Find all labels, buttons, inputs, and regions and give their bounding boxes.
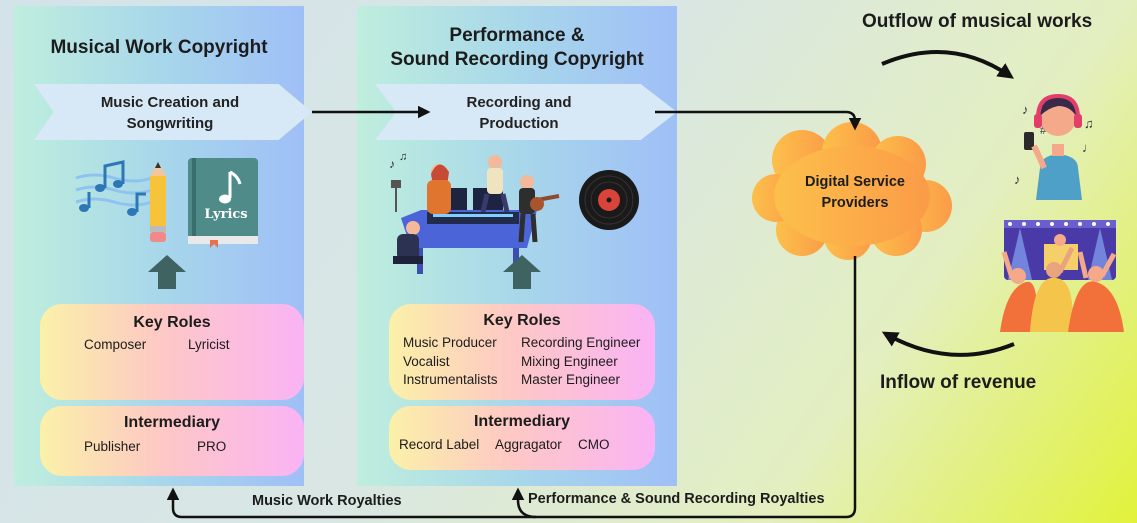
music-creation-stage-label: Music Creation and Songwriting <box>56 92 284 134</box>
intermediary-title: Intermediary <box>123 414 221 431</box>
performance-recording-panel: Performance & Sound Recording Copyright … <box>357 6 677 486</box>
role-recording-engineer: Recording Engineer <box>521 335 641 350</box>
svg-text:♪: ♪ <box>1014 172 1021 187</box>
dsp-label-line-1: Digital Service <box>805 174 905 190</box>
svg-text:#: # <box>1040 125 1047 137</box>
role-music-producer: Music Producer <box>403 335 497 350</box>
intermediary-card: Intermediary Publisher PRO <box>40 406 304 476</box>
outflow-arrow <box>881 49 1014 79</box>
dsp-label: Digital Service Providers <box>782 172 928 214</box>
music-notes-icon <box>75 160 153 216</box>
dsp-label-line-2: Providers <box>821 195 889 211</box>
pencil-icon <box>150 162 166 242</box>
key-roles-card: Key Roles Composer Lyricist <box>40 304 304 400</box>
outflow-label: Outflow of musical works <box>862 11 1093 32</box>
arrow-panel2-to-dsp <box>655 110 862 131</box>
stage-line-2: Production <box>479 115 559 132</box>
role-master-engineer: Master Engineer <box>521 372 621 387</box>
key-roles-card: Key Roles Music Producer Recording Engin… <box>389 304 655 400</box>
intermediary-title: Intermediary <box>473 413 571 430</box>
concert-icon <box>1000 220 1124 332</box>
up-arrow-icon <box>503 255 541 289</box>
royalties-branch-line <box>511 487 537 519</box>
performance-title-line-2: Sound Recording Copyright <box>390 49 644 70</box>
svg-text:♪: ♪ <box>1022 102 1029 117</box>
musical-work-panel: Musical Work Copyright Music Creation an… <box>14 6 312 486</box>
recording-stage-label: Recording and Production <box>411 92 627 134</box>
stage-line-2: Songwriting <box>126 115 214 132</box>
inflow-label: Inflow of revenue <box>880 372 1037 393</box>
performance-royalties-label: Performance & Sound Recording Royalties <box>528 491 825 507</box>
svg-text:♪: ♪ <box>389 157 395 171</box>
stage-line-1: Recording and <box>466 94 572 111</box>
svg-text:♫: ♫ <box>399 152 407 163</box>
performance-title: Performance & Sound Recording Copyright <box>357 24 677 72</box>
role-instrumentalists: Instrumentalists <box>403 372 498 387</box>
intermediary-publisher: Publisher <box>84 439 141 454</box>
stage-line-1: Music Creation and <box>100 94 240 111</box>
intermediary-cmo: CMO <box>578 437 610 452</box>
music-creation-stage-band <box>34 84 312 140</box>
intermediary-card: Intermediary Record Label Aggragator CMO <box>389 406 655 470</box>
dsp-cloud <box>752 122 952 260</box>
inflow-arrow <box>881 331 1015 357</box>
svg-text:♩: ♩ <box>1082 140 1095 155</box>
role-composer: Composer <box>84 337 147 352</box>
role-vocalist: Vocalist <box>403 354 450 369</box>
royalties-return-line <box>166 256 857 519</box>
key-roles-title: Key Roles <box>483 312 561 329</box>
up-arrow-icon <box>148 255 186 289</box>
lyrics-book-icon: Lyrics <box>188 158 258 248</box>
intermediary-aggragator: Aggragator <box>495 437 562 452</box>
music-work-royalties-label: Music Work Royalties <box>252 493 402 509</box>
listener-icon: ♪ # ♫ ♩ ♪ <box>1014 93 1095 200</box>
svg-text:♫: ♫ <box>1084 116 1094 131</box>
intermediary-record-label: Record Label <box>399 437 480 452</box>
intermediary-pro: PRO <box>197 439 227 454</box>
role-mixing-engineer: Mixing Engineer <box>521 354 618 369</box>
musical-work-title: Musical Work Copyright <box>50 37 268 58</box>
role-lyricist: Lyricist <box>188 337 230 352</box>
lyrics-book-label: Lyrics <box>204 207 247 222</box>
key-roles-title: Key Roles <box>133 314 211 331</box>
vinyl-record-icon <box>579 170 639 230</box>
performance-title-line-1: Performance & <box>449 25 585 46</box>
